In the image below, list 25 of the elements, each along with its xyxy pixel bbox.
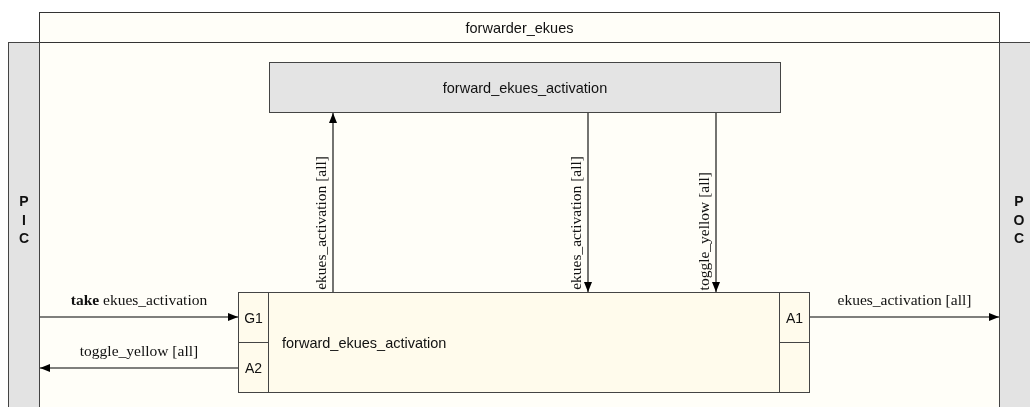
port-label: G1 <box>244 309 263 326</box>
port-label: A1 <box>785 309 804 326</box>
arrow <box>809 313 1000 321</box>
edge-label: ekues_activation [all] <box>567 156 585 290</box>
edge-label: toggle_yellow [all] <box>79 342 199 360</box>
side-band <box>999 42 1030 407</box>
arrow <box>712 112 720 293</box>
band-label: POC <box>1013 191 1025 249</box>
arrow <box>329 112 337 293</box>
edge-label: take ekues_activation <box>70 291 208 309</box>
system-frame <box>39 12 1000 407</box>
port-label: A2 <box>244 359 263 376</box>
box-title: forward_ekues_activation <box>442 79 608 96</box>
process-box <box>238 292 810 393</box>
arrow <box>39 364 239 372</box>
arrow <box>39 313 239 321</box>
side-band <box>8 42 40 407</box>
edge-label: toggle_yellow [all] <box>695 171 713 290</box>
arrow <box>584 112 592 293</box>
frame-title: forwarder_ekues <box>465 19 574 36</box>
band-label: PIC <box>18 191 30 249</box>
edge-label: ekues_activation [all] <box>837 291 972 309</box>
edge-label: ekues_activation [all] <box>312 156 330 290</box>
box-title: forward_ekues_activation <box>282 334 447 351</box>
process-box <box>269 62 781 113</box>
